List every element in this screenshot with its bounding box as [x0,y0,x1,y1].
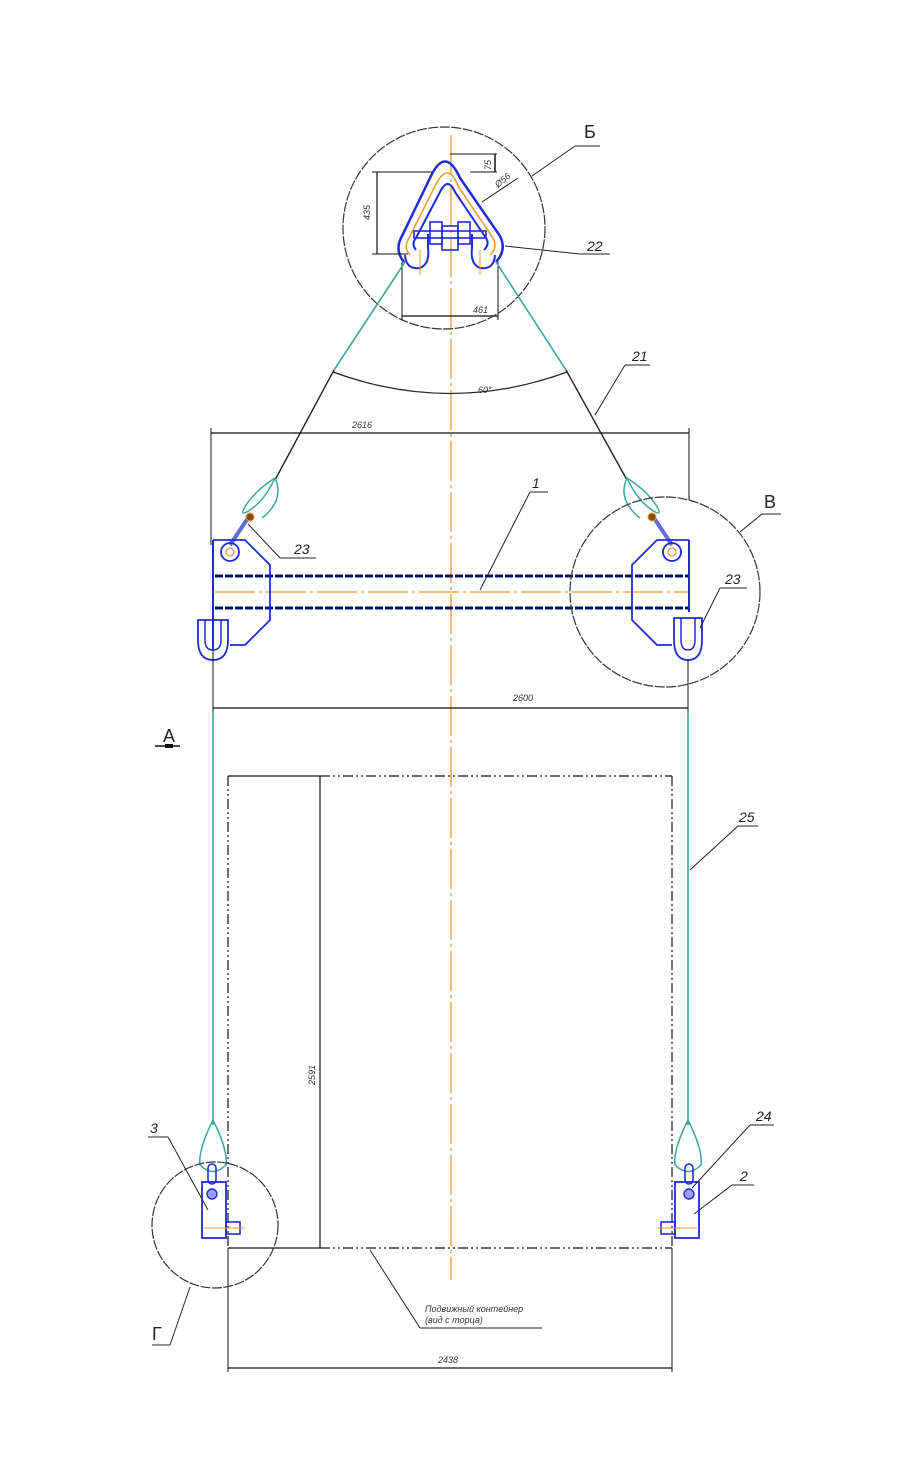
dim-container-width: 2438 [437,1355,458,1365]
section-a-label: А [163,726,175,746]
dim-angle: 60° [478,385,492,395]
note-line2: (вид с торца) [425,1315,483,1325]
dim-top-small: 75 [483,159,493,170]
callout-23-left: 23 [293,541,310,557]
dim-traverse-bottom: 2600 [512,693,533,703]
section-a: А [155,726,180,748]
dim-traverse-top: 2616 [351,420,372,430]
detail-v-label: В [764,492,776,512]
callout-21: 21 [631,348,648,364]
dim-rod-diameter: Ø56 [492,171,512,190]
callout-23-right: 23 [724,571,741,587]
dim-shackle-height: 435 [362,204,372,220]
dim-container-height: 2591 [307,1065,317,1086]
grip-right: 24 2 [657,1108,774,1239]
dim-shackle-width: 461 [473,305,488,315]
ring-outer [397,160,504,263]
ring-inner-core [405,172,496,256]
callout-3: 3 [150,1120,158,1136]
dim-2616: 2616 [210,420,690,545]
ring-inner [412,183,489,251]
dim-2600: 2600 [212,650,689,712]
upper-slings: 21 60° [242,261,660,519]
detail-v: В 23 [569,492,781,688]
grip-left: 3 Г [148,1120,279,1346]
callout-2: 2 [739,1168,748,1184]
callout-1: 1 [532,475,540,491]
container-outline: 2591 2438 Подвижный контейнер (вид с тор… [227,775,673,1372]
callout-25: 25 [738,809,755,825]
note-line1: Подвижный контейнер [425,1304,523,1314]
callout-24: 24 [755,1108,772,1124]
detail-g-circle [151,1161,279,1289]
detail-b: Б 435 75 Ø56 461 22 [342,122,610,330]
detail-g-label: Г [152,1324,162,1344]
detail-b-circle [342,126,546,330]
detail-v-circle [569,496,761,688]
callout-22: 22 [586,238,603,254]
lower-slings: 25 [199,712,758,1173]
detail-b-label: Б [584,122,596,142]
traverse-beam: 1 23 [197,475,703,661]
